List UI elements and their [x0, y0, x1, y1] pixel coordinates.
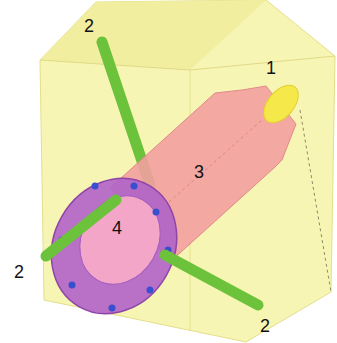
- callout-number: 2: [14, 262, 24, 282]
- green-rod: [165, 255, 258, 305]
- hidden-edge: [300, 110, 331, 292]
- callout-number: 4: [112, 218, 122, 238]
- purple-flange: [27, 155, 201, 336]
- callout-number: 1: [266, 58, 276, 78]
- callout-number: 3: [194, 162, 204, 182]
- callout-number: 2: [260, 316, 270, 336]
- cube-top-face: [40, 0, 266, 70]
- yellow-end-cap: [257, 79, 305, 129]
- callout-number: 2: [84, 16, 94, 36]
- green-rod: [46, 200, 116, 256]
- cube-edge: [190, 56, 335, 70]
- cylinder-axis: [160, 120, 262, 210]
